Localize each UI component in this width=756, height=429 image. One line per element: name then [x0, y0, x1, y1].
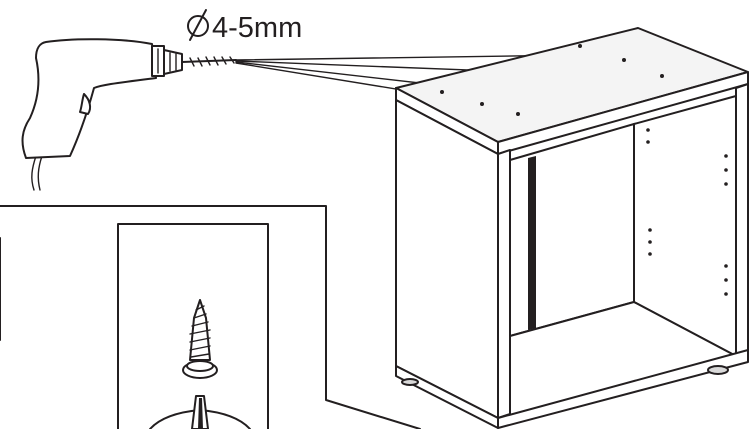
- drill-bit-diameter: 4-5mm: [187, 9, 302, 44]
- drill-cord-edge: [37, 155, 43, 191]
- detail-callout: [0, 205, 421, 429]
- drill-bit-size-label: 4-5mm: [212, 12, 302, 44]
- drill-bit-shaft: [181, 59, 237, 63]
- diameter-symbol: [187, 9, 209, 41]
- cabinet: [395, 27, 749, 429]
- screw-tip-threads: [193, 305, 207, 319]
- drill-cord: [31, 155, 37, 191]
- drill-chuck: [163, 49, 183, 75]
- cabinet-right-side: [735, 83, 749, 365]
- screw-icon: [182, 299, 218, 379]
- pilot-hole: [516, 112, 520, 116]
- arrow-line-3: [235, 61, 447, 87]
- drill-icon: [21, 38, 183, 191]
- pilot-hole: [660, 74, 664, 78]
- cabinet-left-front-edge: [497, 149, 511, 419]
- cabinet-back-panel-edge: [528, 156, 536, 330]
- screwdriver-icon: [149, 395, 251, 429]
- cabinet-left-side: [395, 99, 499, 419]
- drill-body: [21, 38, 157, 159]
- screw-head-top: [186, 360, 214, 372]
- drill-trigger: [79, 93, 92, 115]
- pilot-hole: [578, 44, 582, 48]
- shelf-pin-holes: [646, 128, 728, 296]
- callout-frame: [0, 205, 421, 429]
- drill-bit-icon: [181, 56, 237, 67]
- pilot-hole: [440, 90, 444, 94]
- drill-bit-flutes: [189, 56, 235, 67]
- cabinet-foot: [707, 365, 729, 375]
- screwdriver-tip-slot: [198, 398, 203, 429]
- pilot-hole: [622, 58, 626, 62]
- screw-threads: [189, 321, 211, 358]
- cabinet-foot: [401, 378, 419, 386]
- pilot-hole: [480, 102, 484, 106]
- cabinet-bottom-left-edge: [395, 365, 499, 429]
